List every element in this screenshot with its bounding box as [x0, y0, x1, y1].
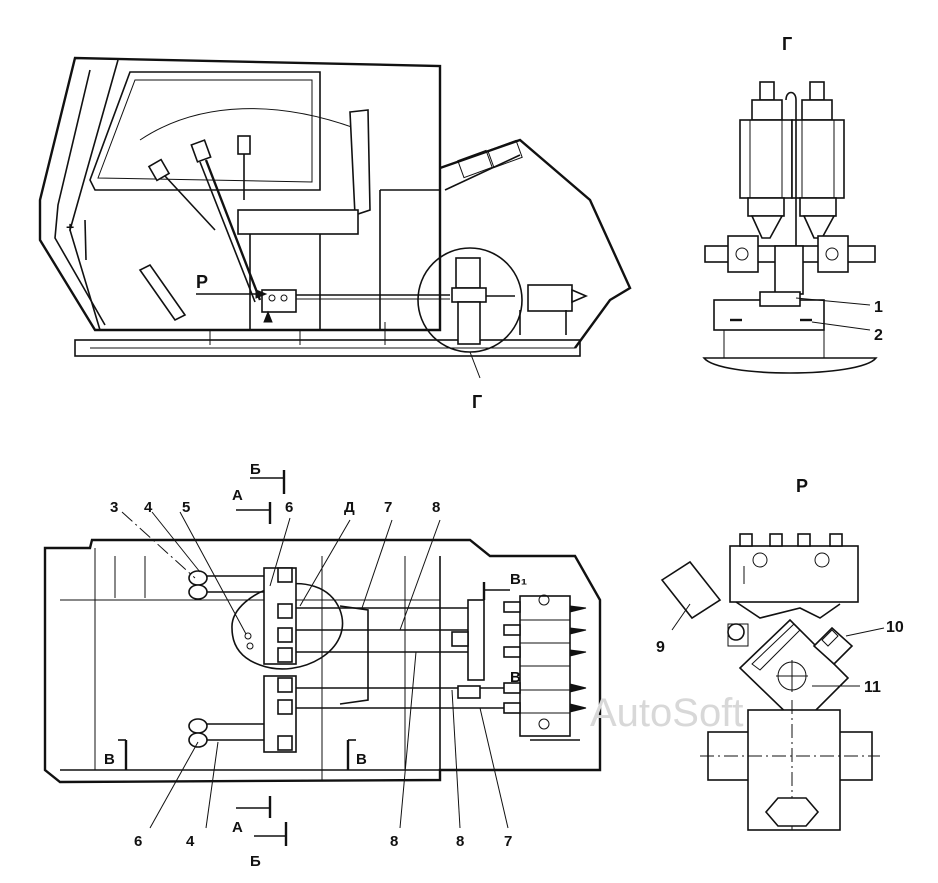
callout-1: 1 [874, 299, 883, 316]
mark-b-bottom: Б [250, 853, 261, 870]
detail-circle-g: Г [417, 247, 589, 412]
callout-7-top: 7 [384, 499, 392, 516]
callout-8-bottom-a: 8 [390, 833, 398, 850]
valve-block-upper-left [263, 567, 297, 665]
mark-a-bottom: А [232, 819, 243, 836]
callout-11: 11 [864, 679, 881, 696]
mark-v1: В₁ [510, 571, 527, 588]
view-g: Г [702, 34, 883, 374]
mark-d: Д [344, 499, 355, 516]
valve-block-side [261, 289, 450, 323]
callout-2: 2 [874, 327, 883, 344]
callout-6-top: 6 [285, 499, 293, 516]
callout-4-top: 4 [144, 499, 153, 516]
side-view-cab: + Р [38, 56, 632, 412]
valve-left [739, 81, 793, 239]
mark-b-top: Б [250, 461, 261, 478]
section-marks: Б А А Б В В В₁ В Д [104, 461, 527, 870]
callout-6-bottom: 6 [134, 833, 142, 850]
valve-right [791, 81, 845, 239]
callout-4-bottom: 4 [186, 833, 195, 850]
callout-5: 5 [182, 499, 190, 516]
callout-8-bottom-b: 8 [456, 833, 464, 850]
callout-10: 10 [886, 619, 904, 636]
plan-callouts: 3 4 5 6 7 8 6 4 8 8 7 [110, 499, 512, 850]
valve-block-lower-left [263, 675, 297, 753]
p-view-arrow: Р [196, 272, 268, 299]
callout-8-top: 8 [432, 499, 440, 516]
distributor [451, 594, 587, 741]
mark-a-top: А [232, 487, 243, 504]
mark-v-mid: В [510, 669, 521, 686]
view-g-title: Г [782, 34, 792, 54]
plan-view: Б А А Б В В В₁ В Д [43, 461, 602, 870]
callout-3: 3 [110, 499, 118, 516]
view-r-title: Р [796, 476, 808, 496]
g-label-side: Г [472, 392, 482, 412]
view-r: Р 9 10 11 AutoSoft [590, 476, 904, 831]
mark-v-left: В [104, 751, 115, 768]
callout-9: 9 [656, 639, 665, 656]
callout-7-bottom: 7 [504, 833, 512, 850]
mark-v-right: В [356, 751, 367, 768]
watermark: AutoSoft [590, 691, 743, 735]
svg-text:+: + [66, 219, 74, 235]
p-arrow-label: Р [196, 272, 208, 292]
